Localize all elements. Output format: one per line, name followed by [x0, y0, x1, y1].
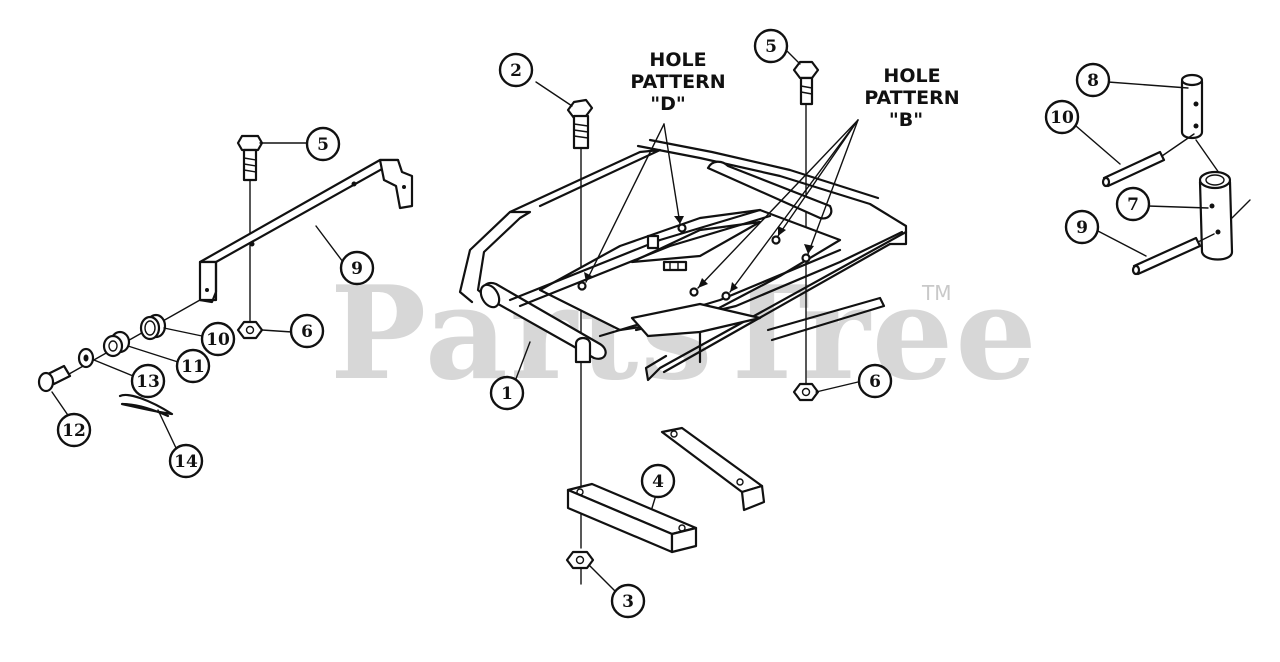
hole-pattern-d-line-2: PATTERN	[630, 71, 725, 93]
callout-number: 14	[174, 452, 198, 472]
callout-2[interactable]: 2	[498, 52, 534, 88]
callout-number: 10	[1050, 108, 1074, 128]
hole-pattern-b-line-2: PATTERN	[864, 87, 959, 109]
bolt-5-left	[236, 134, 264, 323]
hole-pattern-d-line-1: HOLE	[649, 49, 706, 71]
callout-14[interactable]: 12	[56, 412, 92, 448]
callout-number: 6	[301, 322, 313, 342]
callout-number: 2	[510, 61, 522, 81]
left-assembly	[37, 134, 414, 418]
callout-5-left[interactable]: 5	[305, 126, 341, 162]
pin-10	[1101, 150, 1166, 188]
callout-number: 11	[181, 357, 205, 377]
bushing-13	[102, 330, 131, 358]
callout-6-center[interactable]: 6	[857, 363, 893, 399]
hole-pattern-b-line-3: "B"	[889, 109, 923, 131]
callout-number: 12	[62, 421, 86, 441]
callout-10[interactable]: 10	[1044, 99, 1080, 135]
hole-pattern-d-line-3: "D"	[650, 93, 686, 115]
hole-pattern-b-leaders	[697, 119, 859, 293]
hole-pattern-b-line-1: HOLE	[883, 65, 940, 87]
bracket-4-front	[566, 482, 698, 554]
pin-9	[1131, 236, 1202, 276]
callout-number: 6	[869, 372, 881, 392]
nut-6-center	[792, 382, 820, 402]
bracket-4-rear	[660, 426, 766, 512]
tube-8	[1180, 73, 1204, 140]
clevis-pin-14	[37, 364, 72, 393]
callout-number: 1	[501, 384, 513, 404]
callout-11[interactable]: 9	[339, 250, 375, 286]
callout-number: 8	[1087, 71, 1099, 91]
nut-3	[565, 550, 595, 585]
callout-number: 5	[317, 135, 329, 155]
callout-13[interactable]: 11	[175, 348, 211, 384]
callout-number: 7	[1127, 195, 1139, 215]
callout-8[interactable]: 8	[1075, 62, 1111, 98]
frame-1	[458, 138, 908, 382]
frame-assembly	[458, 60, 908, 585]
callout-15[interactable]: 13	[130, 363, 166, 399]
watermark-trademark: TM	[921, 281, 951, 305]
callout-12[interactable]: 10	[200, 321, 236, 357]
callout-number: 10	[206, 330, 230, 350]
hole-pattern-b-label: HOLE PATTERN "B"	[864, 65, 959, 131]
bracket-11	[198, 158, 414, 304]
tube-7	[1198, 170, 1234, 261]
callout-1[interactable]: 1	[489, 375, 525, 411]
callout-6-left[interactable]: 6	[289, 313, 325, 349]
callout-3[interactable]: 3	[610, 583, 646, 619]
callout-number: 13	[136, 372, 160, 392]
hole-pattern-d-label: HOLE PATTERN "D"	[630, 49, 725, 115]
callout-number: 4	[652, 472, 664, 492]
right-assembly	[1101, 73, 1251, 276]
spacer-12	[139, 313, 167, 341]
washer-15	[77, 347, 95, 369]
hairpin-16	[118, 393, 174, 418]
callout-number: 9	[1076, 218, 1088, 238]
callout-16[interactable]: 14	[168, 443, 204, 479]
bolt-2	[566, 98, 594, 549]
callout-7[interactable]: 7	[1115, 186, 1151, 222]
callout-number: 5	[765, 37, 777, 57]
callout-9[interactable]: 9	[1064, 209, 1100, 245]
callout-number: 3	[622, 592, 634, 612]
callout-number: 9	[351, 259, 363, 279]
callout-5-center[interactable]: 5	[753, 28, 789, 64]
callout-4[interactable]: 4	[640, 463, 676, 499]
nut-6-left	[236, 320, 264, 340]
hole-pattern-d-leaders	[584, 123, 684, 283]
